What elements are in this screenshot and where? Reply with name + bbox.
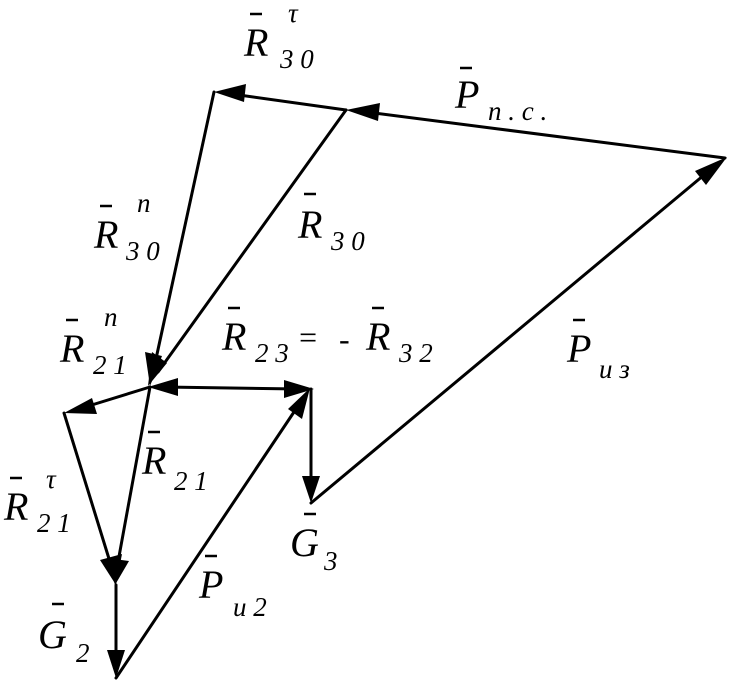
svg-text:τ: τ: [288, 0, 299, 28]
label-r30: R 3 0: [297, 192, 365, 256]
svg-text:и з: и з: [599, 354, 630, 384]
label-g2: G 2: [38, 602, 90, 668]
vector-pu2: [114, 388, 310, 680]
vector-g2: [107, 583, 125, 678]
label-g3: G 3: [290, 512, 338, 576]
vector-p-pc: [346, 103, 727, 160]
svg-text:R: R: [297, 202, 322, 247]
label-p-pc: P п . с .: [454, 66, 547, 126]
svg-text:R: R: [141, 438, 166, 483]
svg-text:R: R: [3, 484, 28, 529]
svg-text:=: =: [297, 319, 319, 355]
vector-r30: [148, 108, 348, 386]
label-r21-n: R n 2 1: [59, 302, 127, 380]
svg-text:п . с .: п . с .: [488, 96, 547, 126]
svg-text:и 2: и 2: [233, 592, 267, 622]
svg-text:P: P: [454, 72, 479, 117]
vector-r21-n: [64, 385, 152, 414]
vector-r30-tau: [214, 84, 348, 112]
vector-r21: [107, 385, 152, 585]
svg-text:G: G: [290, 520, 319, 565]
svg-text:2 1: 2 1: [174, 466, 208, 496]
label-r21: R 2 1: [141, 430, 208, 496]
svg-text:τ: τ: [46, 464, 57, 494]
svg-text:R: R: [243, 20, 268, 65]
svg-text:P: P: [198, 562, 223, 607]
svg-text:n: n: [137, 188, 151, 218]
label-pu3: P и з: [566, 318, 630, 384]
label-r30-n: R n 3 0: [93, 188, 160, 266]
svg-text:P: P: [566, 326, 591, 371]
vector-r23: [148, 378, 314, 398]
svg-text:2 1: 2 1: [37, 508, 71, 538]
label-pu2: P и 2: [198, 554, 267, 622]
svg-text:2 1: 2 1: [93, 350, 127, 380]
svg-text:R: R: [59, 326, 84, 371]
label-r23-equals-minus-r32: R 2 3 = - R 3 2: [221, 306, 433, 368]
label-r21-tau: R τ 2 1: [3, 464, 71, 538]
svg-text:3 0: 3 0: [125, 236, 160, 266]
vector-pu3: [309, 157, 727, 505]
svg-text:R: R: [93, 212, 118, 257]
svg-text:3: 3: [323, 546, 338, 576]
svg-text:3 2: 3 2: [398, 338, 433, 368]
vector-g3: [302, 387, 320, 503]
svg-text:R: R: [365, 314, 390, 359]
svg-text:R: R: [221, 314, 246, 359]
svg-text:3 0: 3 0: [330, 226, 365, 256]
svg-text:3 0: 3 0: [279, 44, 314, 74]
svg-text:-: -: [339, 321, 350, 357]
svg-text:n: n: [104, 302, 118, 332]
svg-text:2: 2: [76, 638, 90, 668]
label-r30-tau: R τ 3 0: [243, 0, 314, 74]
svg-text:G: G: [38, 612, 67, 657]
svg-text:2 3: 2 3: [255, 338, 289, 368]
